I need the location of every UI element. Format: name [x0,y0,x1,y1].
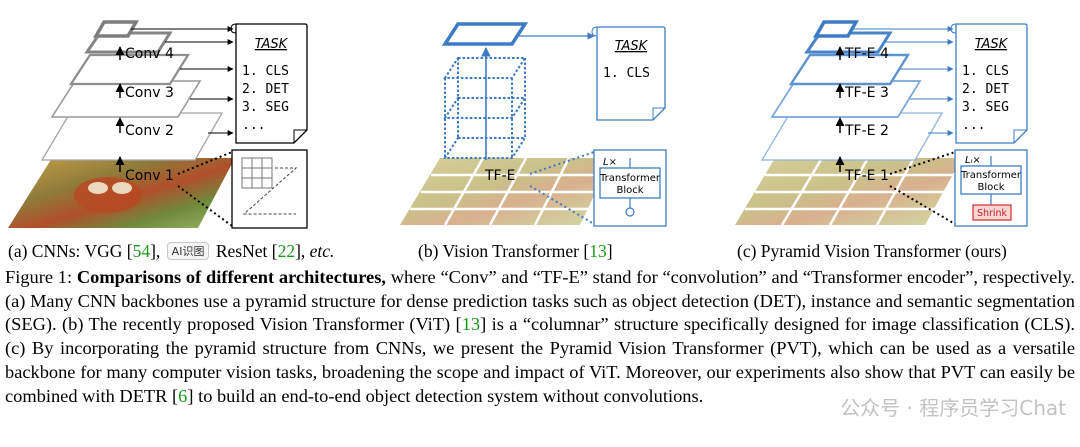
tfe3-plane [788,53,911,86]
layer-label: Conv 1 [125,168,174,184]
conv-detail-box [231,149,308,229]
ai-image-recognition-button[interactable]: AI识图 [166,242,210,260]
task-title: TASK [975,37,1009,52]
panel-c-caption: (c) Pyramid Vision Transformer (ours) [737,241,1007,261]
citation-link[interactable]: 13 [461,314,481,335]
citation-link[interactable]: 22 [277,241,296,261]
top-plane [92,20,140,38]
shrink-label: Shrink [977,208,1008,219]
task-document: TASK 1. CLS 2. DET 3. SEG ... [950,23,1028,144]
layer-label: TF-E 4 [844,46,889,62]
panel-b-vit: TF-E TASK 1. CLS L× Transformer Block [400,22,667,227]
architecture-figure: Conv 1 Conv 2 Conv 3 Conv 4 TASK 1. CLS … [8,20,1028,229]
block-text: Block [616,185,643,196]
top-plane [812,20,860,38]
output-plane [441,22,529,46]
citation-link[interactable]: 6 [178,385,188,406]
layer-label: TF-E 2 [844,123,889,139]
block-text: Transformer [960,170,1022,181]
task-document: TASK 1. CLS 2. DET 3. SEG ... [230,23,308,144]
loop-label: L× [603,157,617,168]
citation-link[interactable]: 54 [132,241,151,261]
panel-a-caption: (a) CNNs: VGG [54], AI识图 ResNet [22], et… [8,241,335,261]
panel-b-caption: (b) Vision Transformer [13] [418,241,613,261]
task-item: 1. CLS [603,66,650,81]
task-item: 2. DET [962,82,1009,97]
task-title: TASK [255,37,289,52]
task-item: 1. CLS [962,64,1009,79]
block-text: Block [977,182,1004,193]
figure-caption: Figure 1: Comparisons of different archi… [5,267,1076,406]
panel-a-cnn: Conv 1 Conv 2 Conv 3 Conv 4 TASK 1. CLS … [8,20,308,229]
task-item: 3. SEG [962,100,1009,115]
watermark: 公众号 · 程序员学习Chat [840,396,1066,420]
layer-label: Conv 2 [125,123,174,139]
layer-label: TF-E 1 [844,168,889,184]
task-item: 2. DET [242,82,289,97]
figure-label: Figure 1: [5,267,77,287]
conv3-plane [68,53,191,86]
caption-title: Comparisons of different architectures, [76,267,386,287]
shrink-box [972,204,1012,221]
layer-label: TF-E 3 [844,85,889,101]
panel-c-pvt: TF-E 1 TF-E 2 TF-E 3 TF-E 4 TASK 1. CLS … [735,20,1028,227]
loop-label: Lᵢ× [965,155,981,166]
citation-link[interactable]: 13 [589,241,607,261]
tf-e-label: TF-E [484,168,516,184]
transformer-detail-box: Lᵢ× Transformer Block Shrink [954,149,1028,227]
task-document: TASK 1. CLS [591,26,666,121]
layer-label: Conv 3 [125,85,174,101]
transformer-detail-box: L× Transformer Block [593,149,667,227]
task-item: ... [242,118,265,133]
layer-label: Conv 4 [125,46,174,62]
task-item: 1. CLS [242,64,289,79]
task-item: ... [962,118,985,133]
block-text: Transformer [599,173,661,184]
task-item: 3. SEG [242,100,289,115]
task-title: TASK [615,39,649,54]
